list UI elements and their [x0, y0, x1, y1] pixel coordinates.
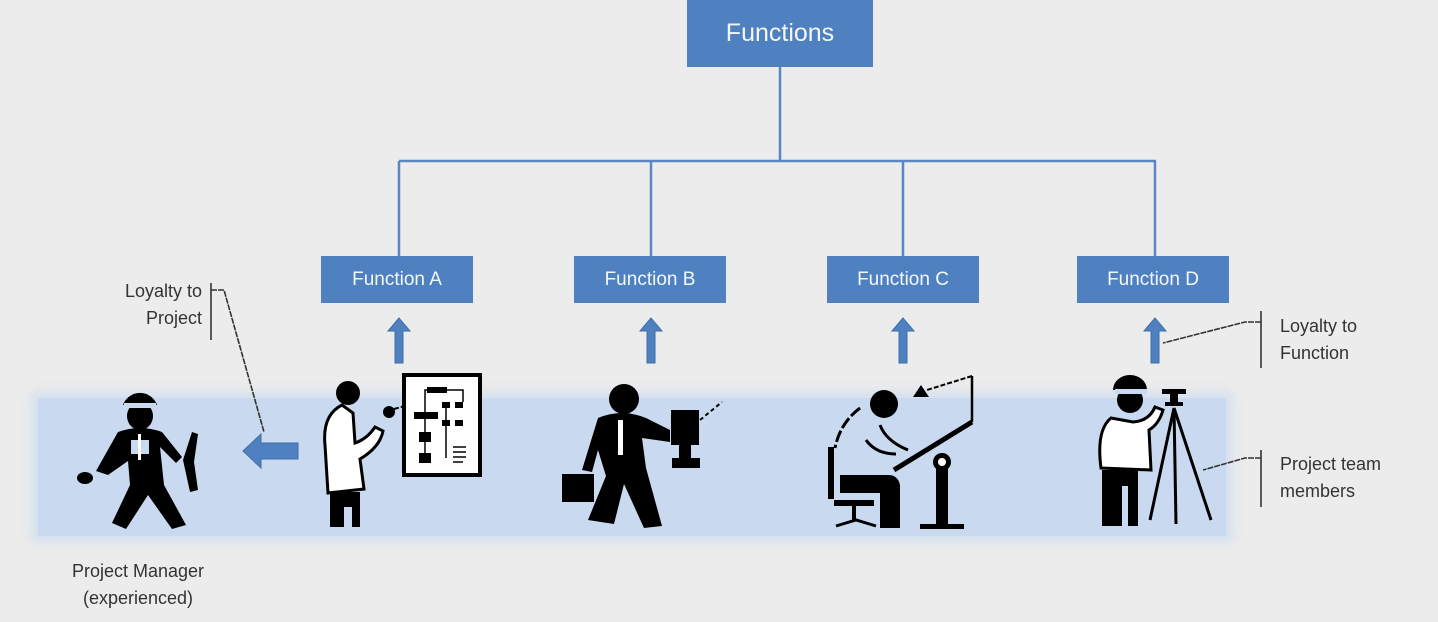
function-d-box: Function D [1077, 256, 1229, 303]
function-c-box: Function C [827, 256, 979, 303]
up-arrow-icon [1142, 317, 1168, 364]
project-manager-title: Project Manager [71, 561, 205, 581]
function-label: Function B [604, 268, 696, 290]
presenter-icon [323, 373, 482, 527]
surveyor-icon [1098, 375, 1213, 526]
function-label: Function C [857, 268, 949, 290]
function-a-box: Function A [321, 256, 473, 303]
function-label: Function A [352, 268, 442, 290]
leader-team-members [1202, 457, 1261, 471]
left-arrow-icon [242, 432, 299, 470]
up-arrow-icon [386, 317, 412, 364]
businessman-running-icon [562, 384, 723, 528]
annotation-line: Loyalty to [1280, 316, 1358, 336]
function-label: Function D [1107, 268, 1199, 290]
leader-loyalty-project [211, 289, 265, 433]
project-team-members-label: Project team members [1280, 451, 1430, 505]
leader-loyalty-function [1162, 321, 1261, 344]
up-arrow-icon [638, 317, 664, 364]
annotation-line: members [1280, 481, 1356, 501]
project-manager-label: Project Manager (experienced) [28, 558, 248, 612]
drafter-icon [828, 375, 974, 529]
loyalty-to-function-label: Loyalty to Function [1280, 313, 1430, 367]
project-manager-walking-icon [77, 392, 198, 529]
tree-connectors [397, 67, 1157, 256]
annotation-line: Project team [1280, 454, 1382, 474]
annotation-line: Project [145, 308, 202, 328]
function-b-box: Function B [574, 256, 726, 303]
root-label: Functions [725, 19, 835, 47]
annotation-line: Loyalty to [124, 281, 202, 301]
loyalty-to-project-label: Loyalty to Project [82, 278, 202, 332]
functions-root-box: Functions [687, 0, 873, 67]
up-arrow-icon [890, 317, 916, 364]
annotation-line: Function [1280, 343, 1350, 363]
project-manager-subtitle: (experienced) [82, 588, 194, 608]
